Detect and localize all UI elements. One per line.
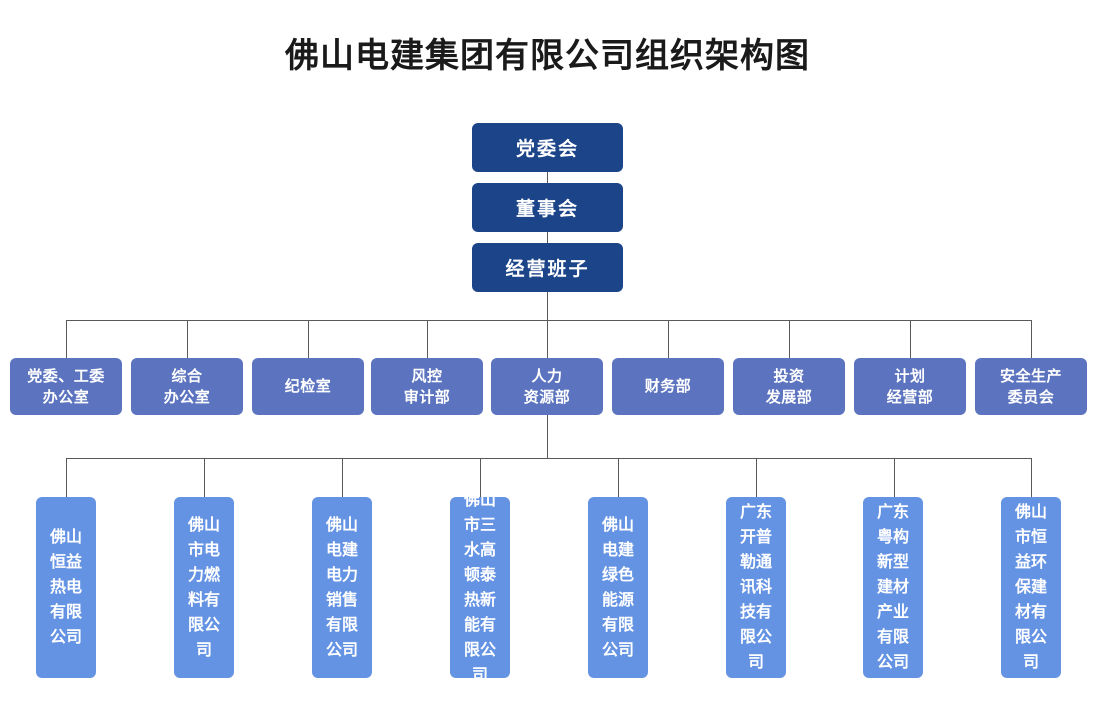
node-label: 广东粤构新型建材产业有限公司 [876,504,909,671]
connector-department-bus [66,320,1032,321]
node-department-4[interactable]: 风控 审计部 [371,358,483,415]
connector-drop-department-2 [187,320,188,358]
connector-drop-department-7 [789,320,790,358]
connector-drop-subsidiary-5 [618,458,619,497]
node-label: 佛山市电力燃料有限公司 [187,516,220,659]
page-title: 佛山电建集团有限公司组织架构图 [285,37,810,75]
connector-exec-2-3 [547,232,548,243]
node-department-5[interactable]: 人力 资源部 [491,358,603,415]
node-label: 党委、工委 办公室 [27,367,105,406]
connector-drop-department-9 [1031,320,1032,358]
node-executive-2[interactable]: 董事会 [472,183,623,232]
connector-drop-subsidiary-1 [66,458,67,497]
connector-drop-subsidiary-3 [342,458,343,497]
node-department-7[interactable]: 投资 发展部 [733,358,845,415]
node-label: 佛山电建绿色能源有限公司 [601,516,634,659]
connector-drop-department-8 [910,320,911,358]
node-label: 安全生产 委员会 [999,367,1062,406]
node-label: 投资 发展部 [765,367,813,406]
node-subsidiary-4[interactable]: 佛山市三水高顿泰热新能有限公司 [450,492,510,684]
node-subsidiary-5[interactable]: 佛山电建绿色能源有限公司 [588,497,648,678]
node-label: 佛山市恒益环保建材有限公司 [1014,504,1047,671]
node-department-8[interactable]: 计划 经营部 [854,358,966,415]
node-label: 经营班子 [505,259,590,280]
node-department-6[interactable]: 财务部 [612,358,724,415]
node-subsidiary-3[interactable]: 佛山电建电力销售有限公司 [312,497,372,678]
connector-dept-to-subsidiary-bus [547,415,548,458]
node-label: 佛山市三水高顿泰热新能有限公司 [463,491,496,684]
connector-drop-department-3 [308,320,309,358]
node-department-3[interactable]: 纪检室 [252,358,364,415]
node-department-1[interactable]: 党委、工委 办公室 [10,358,122,415]
node-label: 佛山恒益热电有限公司 [49,529,82,646]
node-label: 广东开普勒通讯科技有限公司 [739,504,772,671]
node-label: 党委会 [515,139,579,160]
connector-drop-department-4 [427,320,428,358]
node-label: 计划 经营部 [886,367,934,406]
node-label: 人力 资源部 [523,367,571,406]
node-label: 财务部 [644,378,692,395]
node-label: 风控 审计部 [403,367,451,406]
node-department-9[interactable]: 安全生产 委员会 [975,358,1087,415]
node-label: 综合 办公室 [163,367,211,406]
node-label: 纪检室 [284,378,332,395]
connector-drop-subsidiary-2 [204,458,205,497]
node-subsidiary-2[interactable]: 佛山市电力燃料有限公司 [174,497,234,678]
connector-drop-subsidiary-8 [1031,458,1032,497]
node-label: 佛山电建电力销售有限公司 [325,516,358,659]
node-subsidiary-8[interactable]: 佛山市恒益环保建材有限公司 [1001,497,1061,678]
connector-drop-subsidiary-4 [480,458,481,497]
connector-drop-subsidiary-6 [756,458,757,497]
node-executive-1[interactable]: 党委会 [472,123,623,172]
connector-drop-department-6 [668,320,669,358]
node-subsidiary-1[interactable]: 佛山恒益热电有限公司 [36,497,96,678]
node-subsidiary-6[interactable]: 广东开普勒通讯科技有限公司 [726,497,786,678]
node-executive-3[interactable]: 经营班子 [472,243,623,292]
connector-drop-subsidiary-7 [894,458,895,497]
connector-exec-to-dept-bus [547,292,548,320]
connector-drop-department-5 [547,320,548,358]
node-label: 董事会 [515,199,579,220]
node-subsidiary-7[interactable]: 广东粤构新型建材产业有限公司 [863,497,923,678]
connector-subsidiary-bus [66,458,1032,459]
connector-exec-1-2 [547,172,548,183]
connector-drop-department-1 [66,320,67,358]
node-department-2[interactable]: 综合 办公室 [131,358,243,415]
